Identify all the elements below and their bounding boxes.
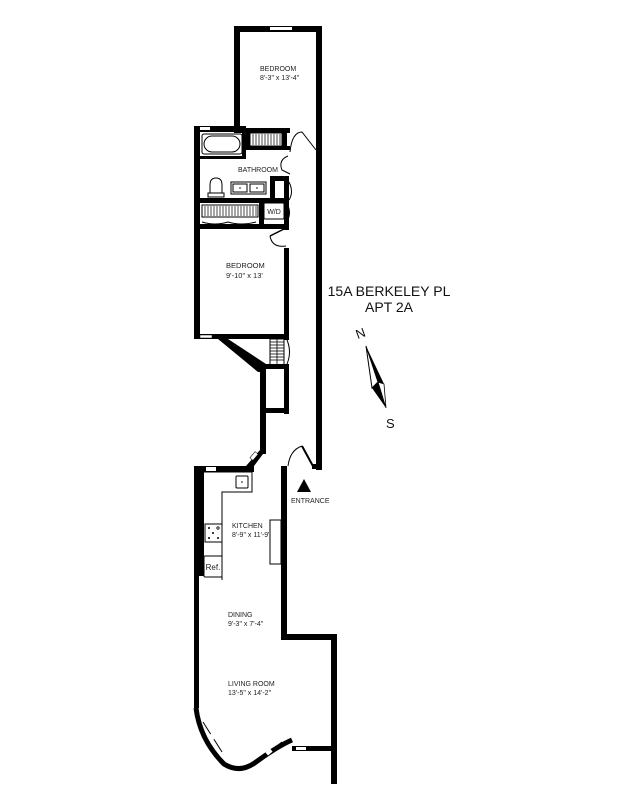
stove (204, 523, 223, 543)
door-swing-closet (288, 181, 292, 201)
dims-bedroom-1: 8'-3" x 13'-4" (260, 75, 300, 82)
washer-dryer: W/D (263, 202, 285, 220)
entrance-arrow-icon (297, 479, 311, 492)
bay-window (193, 707, 294, 771)
address-title: 15A BERKELEY PL (328, 283, 451, 299)
main-room-walls (194, 466, 337, 784)
closet-lower (269, 338, 290, 366)
washer-dryer-label: W/D (267, 209, 281, 216)
entrance-door (287, 445, 322, 469)
label-bedroom-1: BEDROOM (260, 66, 296, 73)
unit-title: APT 2A (365, 299, 414, 315)
label-kitchen: KITCHEN (232, 523, 263, 530)
toilet (207, 177, 225, 198)
label-bedroom-2: BEDROOM (226, 261, 265, 270)
kitchen-counter (204, 471, 253, 580)
wall-closet (269, 519, 282, 565)
label-dining: DINING (228, 612, 253, 619)
refrigerator: Ref. (203, 555, 223, 578)
top-bedroom-walls (234, 26, 322, 470)
vanity-sink (230, 181, 267, 195)
compass-south-label: S (386, 416, 395, 431)
room-labels: BEDROOM 8'-3" x 13'-4" BATHROOM BEDROOM … (226, 66, 300, 697)
closet-top (246, 128, 290, 150)
bathtub (201, 133, 243, 155)
refrigerator-label: Ref. (206, 563, 221, 572)
lower-bedroom-walls (194, 248, 289, 340)
label-bathroom: BATHROOM (238, 167, 278, 174)
compass-icon: N S (354, 325, 395, 431)
door-swing-bedroom (269, 235, 287, 247)
dims-dining: 9'-3" x 7'-4" (228, 621, 264, 628)
dims-kitchen: 8'-9" x 11'-9" (232, 532, 271, 539)
label-living-room: LIVING ROOM (228, 681, 275, 688)
compass-north-label: N (354, 325, 368, 342)
bedroom-top-wall (194, 224, 289, 229)
closet-middle (201, 200, 264, 225)
dims-living-room: 13'-5" x 14'-2" (228, 690, 272, 697)
entrance-label: ENTRANCE (291, 498, 330, 505)
dims-bedroom-2: 9'-10" x 13' (226, 271, 263, 280)
door-swing-top-bedroom (289, 131, 317, 153)
diagonal-wall (218, 339, 266, 372)
door-swing-bathroom (280, 155, 291, 175)
bath-closet-wall (194, 198, 289, 203)
kitchen-angle-wall (246, 450, 266, 466)
entrance-marker: ENTRANCE (291, 479, 330, 505)
